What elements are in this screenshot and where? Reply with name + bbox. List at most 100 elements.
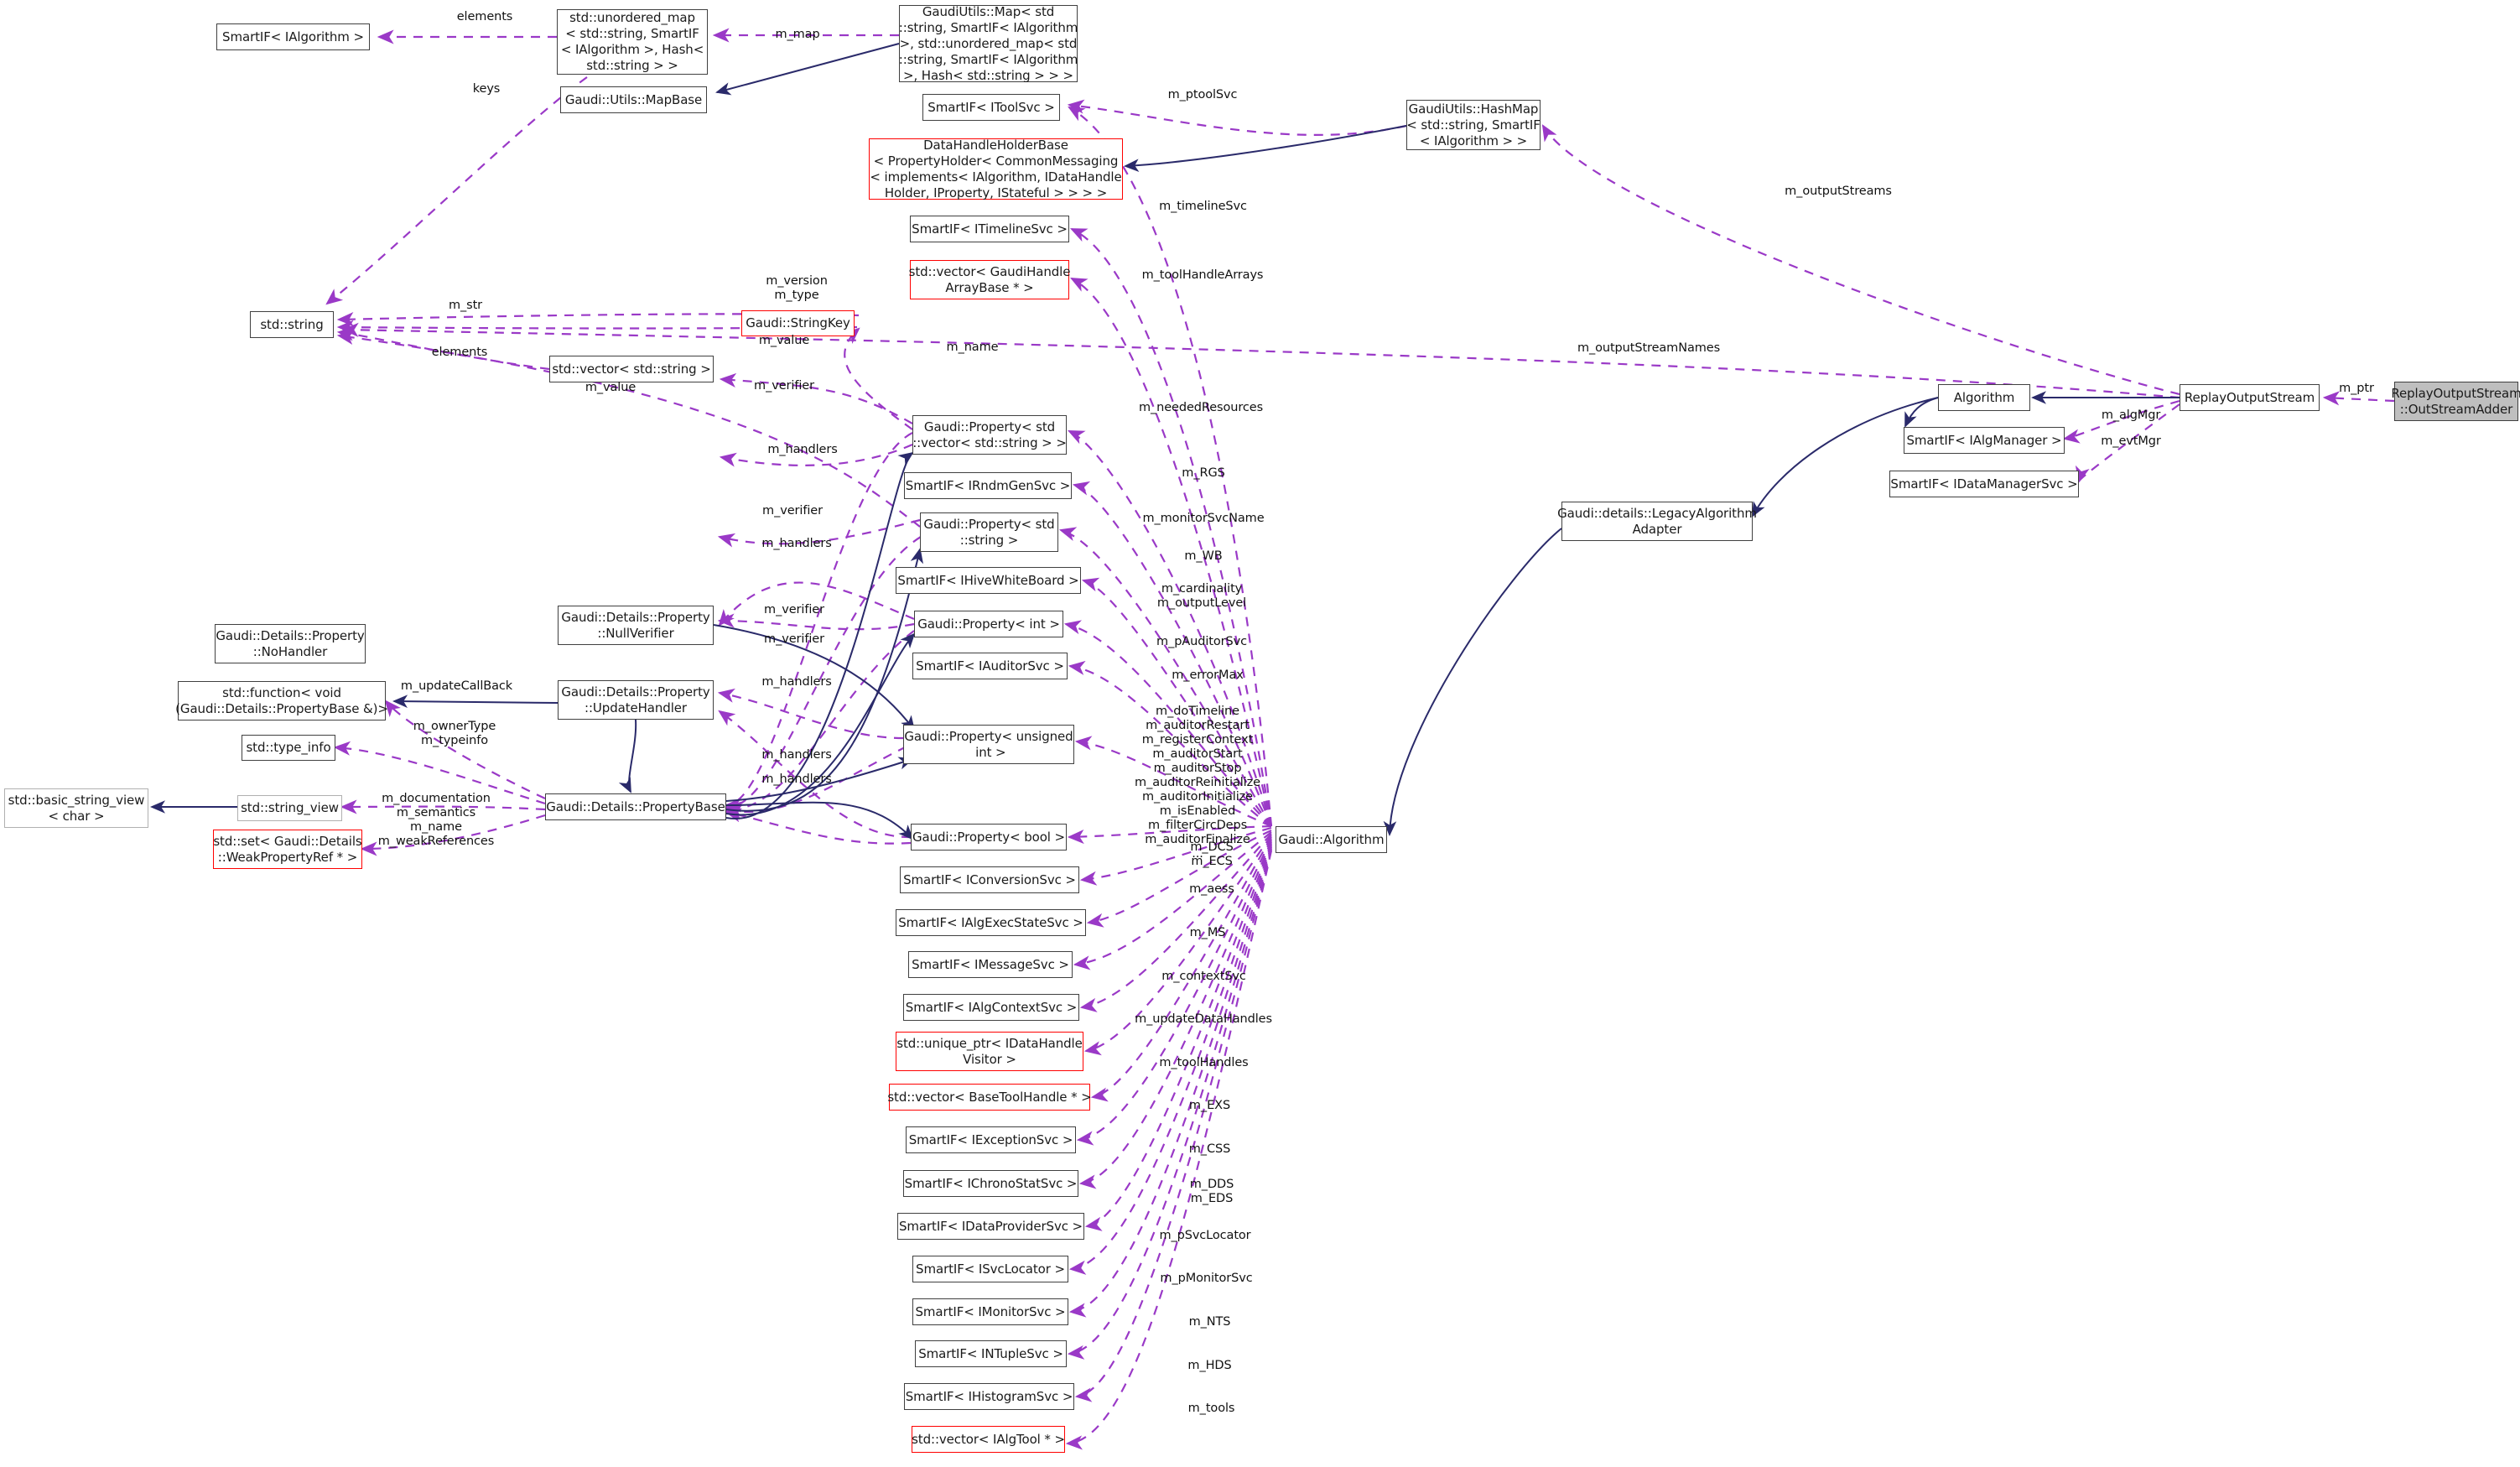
edge-label-l_m_exs: m_EXS bbox=[1188, 1099, 1231, 1112]
edge-label-l_m_verifier_3: m_verifier bbox=[764, 603, 824, 616]
edge-label-l_m_timelinesvc: m_timelineSvc bbox=[1159, 200, 1247, 213]
class-node-smartif_ialgexecstatesvc[interactable]: SmartIF< IAlgExecStateSvc > bbox=[896, 909, 1086, 936]
class-node-prop_string[interactable]: Gaudi::Property< std ::string > bbox=[920, 512, 1058, 552]
class-node-gaudi_algorithm[interactable]: Gaudi::Algorithm bbox=[1276, 826, 1387, 853]
edge-label-l_m_ptr: m_ptr bbox=[2339, 382, 2374, 395]
edge-label-l_m_cardinality: m_cardinality m_outputLevel bbox=[1156, 582, 1247, 610]
class-node-smartif_ialgcontextsvc[interactable]: SmartIF< IAlgContextSvc > bbox=[903, 994, 1079, 1021]
class-node-gaudiutils_hashmap[interactable]: GaudiUtils::HashMap < std::string, Smart… bbox=[1406, 100, 1541, 150]
edge-label-l_m_wb: m_WB bbox=[1184, 549, 1223, 563]
edge-label-l_m_pauditorsvc: m_pAuditorSvc bbox=[1156, 635, 1247, 648]
edge-label-l_m_psvclocator: m_pSvcLocator bbox=[1159, 1229, 1251, 1242]
class-node-smartif_irndmgensvc[interactable]: SmartIF< IRndmGenSvc > bbox=[904, 472, 1072, 499]
edge-label-l_m_name: m_name bbox=[946, 341, 999, 354]
class-node-std_function[interactable]: std::function< void (Gaudi::Details::Pro… bbox=[175, 681, 388, 720]
class-node-gaudiutils_map[interactable]: GaudiUtils::Map< std ::string, SmartIF< … bbox=[898, 3, 1078, 83]
class-node-smartif_ihivewhiteboard[interactable]: SmartIF< IHiveWhiteBoard > bbox=[896, 567, 1081, 594]
edge-label-l_m_value_1: m_value bbox=[758, 334, 810, 347]
edge-label-l_m_algmgr: m_algMgr bbox=[2101, 408, 2161, 422]
class-node-prop_nohandler[interactable]: Gaudi::Details::Property ::NoHandler bbox=[215, 624, 366, 663]
edge-label-l_m_contextsvc: m_contextSvc bbox=[1161, 970, 1246, 983]
edge-label-l_m_documentation: m_documentation m_semantics m_name m_wea… bbox=[377, 792, 495, 848]
class-node-std_string_view[interactable]: std::string_view bbox=[237, 795, 342, 821]
edge-label-l_m_aess: m_aess bbox=[1189, 882, 1234, 896]
class-node-smartif_isvclocator[interactable]: SmartIF< ISvcLocator > bbox=[912, 1256, 1068, 1282]
edge-label-l_m_verifier_4: m_verifier bbox=[764, 632, 824, 646]
edge-label-l_m_pmonitorsvc: m_pMonitorSvc bbox=[1160, 1272, 1253, 1285]
class-node-smartif_ichronostatsvc[interactable]: SmartIF< IChronoStatSvc > bbox=[903, 1170, 1078, 1197]
class-node-std_string[interactable]: std::string bbox=[250, 311, 334, 338]
edge-label-l_m_errormax: m_errorMax bbox=[1172, 668, 1244, 682]
class-node-smartif_iexceptionsvc[interactable]: SmartIF< IExceptionSvc > bbox=[906, 1126, 1076, 1153]
class-node-mapbase[interactable]: Gaudi::Utils::MapBase bbox=[560, 86, 707, 113]
class-node-algorithm[interactable]: Algorithm bbox=[1938, 384, 2030, 411]
edge-label-l_keys: keys bbox=[472, 82, 501, 96]
edge-label-l_m_toolhandles: m_toolHandles bbox=[1159, 1056, 1249, 1069]
class-node-prop_int[interactable]: Gaudi::Property< int > bbox=[914, 611, 1063, 637]
class-node-datahandleholderbase[interactable]: DataHandleHolderBase < PropertyHolder< C… bbox=[869, 137, 1123, 200]
edge-label-l_elements_1: elements bbox=[456, 10, 513, 23]
edge-label-l_flags_block: m_doTimeline m_auditorRestart m_register… bbox=[1135, 705, 1260, 861]
edge-label-l_m_toolhandlearrays: m_toolHandleArrays bbox=[1141, 268, 1264, 282]
edge-label-l_m_updatecallback: m_updateCallBack bbox=[400, 679, 513, 693]
class-node-uniq_idatahandlevisitor[interactable]: std::unique_ptr< IDataHandle Visitor > bbox=[896, 1032, 1083, 1071]
edge-label-l_m_handlers_2: m_handlers bbox=[761, 537, 832, 550]
class-node-smartif_iauditorsvc[interactable]: SmartIF< IAuditorSvc > bbox=[912, 653, 1068, 679]
edge-label-l_m_ms: m_MS bbox=[1189, 926, 1226, 939]
edge-label-l_m_tools: m_tools bbox=[1187, 1402, 1235, 1415]
edge-label-l_m_updatedatahandles: m_updateDataHandles bbox=[1135, 1012, 1272, 1026]
edge-label-l_m_evtmgr: m_evtMgr bbox=[2101, 434, 2161, 448]
edge-label-l_m_hds: m_HDS bbox=[1187, 1359, 1232, 1372]
class-node-prop_updatehandler[interactable]: Gaudi::Details::Property ::UpdateHandler bbox=[558, 680, 714, 720]
class-node-basic_string_view[interactable]: std::basic_string_view < char > bbox=[4, 788, 148, 828]
class-node-smartif_itoolsvc[interactable]: SmartIF< IToolSvc > bbox=[922, 94, 1060, 121]
class-node-vec_ialgtool[interactable]: std::vector< IAlgTool * > bbox=[912, 1426, 1065, 1453]
class-node-prop_bool[interactable]: Gaudi::Property< bool > bbox=[911, 824, 1067, 851]
edge-label-l_m_handlers_1: m_handlers bbox=[767, 443, 838, 456]
class-node-prop_vec_string[interactable]: Gaudi::Property< std ::vector< std::stri… bbox=[912, 415, 1067, 455]
edge-label-l_m_rgs: m_RGS bbox=[1182, 466, 1225, 480]
class-node-smartif_ihistogramsvc[interactable]: SmartIF< IHistogramSvc > bbox=[904, 1383, 1074, 1410]
edge-label-l_m_version_type: m_version m_type bbox=[766, 274, 828, 302]
class-node-outstreamadder[interactable]: ReplayOutputStream ::OutStreamAdder bbox=[2391, 382, 2520, 421]
class-node-replayoutputstream[interactable]: ReplayOutputStream bbox=[2180, 384, 2320, 411]
class-node-prop_uint[interactable]: Gaudi::Property< unsigned int > bbox=[903, 725, 1074, 764]
edge-label-l_m_nts: m_NTS bbox=[1188, 1315, 1231, 1329]
class-node-unordered_map[interactable]: std::unordered_map < std::string, SmartI… bbox=[557, 9, 708, 75]
class-node-set_weakpropertyref[interactable]: std::set< Gaudi::Details ::WeakPropertyR… bbox=[213, 830, 362, 869]
edge-label-l_m_dcs_ecs: m_DCS m_ECS bbox=[1190, 840, 1234, 868]
edge-label-l_m_verifier_1: m_verifier bbox=[754, 379, 814, 393]
class-node-vec_basetoolhandle[interactable]: std::vector< BaseToolHandle * > bbox=[887, 1084, 1092, 1111]
edge-label-l_m_neededresources: m_neededResources bbox=[1138, 401, 1264, 414]
class-node-smartif_ialgmanager[interactable]: SmartIF< IAlgManager > bbox=[1904, 427, 2065, 454]
class-node-smartif_intuplesvc[interactable]: SmartIF< INTupleSvc > bbox=[915, 1340, 1067, 1367]
edge-label-l_m_outputstreamnames: m_outputStreamNames bbox=[1577, 341, 1721, 355]
class-node-smartif_itimelinesvc[interactable]: SmartIF< ITimelineSvc > bbox=[910, 216, 1069, 242]
edge-label-l_m_dds_eds: m_DDS m_EDS bbox=[1189, 1178, 1234, 1205]
class-node-smartif_idataprovidersvc[interactable]: SmartIF< IDataProviderSvc > bbox=[897, 1213, 1084, 1240]
edge-label-l_m_outputstreams: m_outputStreams bbox=[1785, 185, 1892, 198]
edge-label-l_m_handlers_3: m_handlers bbox=[761, 675, 832, 689]
class-node-smartif_idatamanagersvc[interactable]: SmartIF< IDataManagerSvc > bbox=[1889, 471, 2079, 497]
edge-label-l_m_css: m_CSS bbox=[1188, 1142, 1231, 1156]
edge-label-l_m_ownertype: m_ownerType m_typeinfo bbox=[413, 720, 496, 747]
class-node-vec_gaudihandlearray[interactable]: std::vector< GaudiHandle ArrayBase * > bbox=[909, 260, 1070, 299]
class-node-smartif_imessagesvc[interactable]: SmartIF< IMessageSvc > bbox=[908, 951, 1073, 978]
edge-label-l_m_str: m_str bbox=[448, 299, 483, 312]
class-node-smartif_iconversionsvc[interactable]: SmartIF< IConversionSvc > bbox=[900, 866, 1079, 893]
class-node-std_type_info[interactable]: std::type_info bbox=[242, 735, 335, 761]
class-node-prop_nullverifier[interactable]: Gaudi::Details::Property ::NullVerifier bbox=[558, 606, 714, 645]
class-node-vec_string[interactable]: std::vector< std::string > bbox=[549, 356, 714, 382]
edge-label-l_elements_2: elements bbox=[431, 346, 488, 359]
class-node-smartif_imonitorsvc[interactable]: SmartIF< IMonitorSvc > bbox=[912, 1298, 1068, 1325]
edge-label-l_m_handlers_5: m_handlers bbox=[761, 773, 832, 786]
edge-label-l_m_verifier_2: m_verifier bbox=[762, 504, 823, 518]
class-node-gaudi_stringkey[interactable]: Gaudi::StringKey bbox=[741, 310, 855, 336]
edge-label-l_m_monitorsvcname: m_monitorSvcName bbox=[1142, 512, 1265, 525]
class-node-propertybase[interactable]: Gaudi::Details::PropertyBase bbox=[545, 793, 726, 820]
class-node-legacy_adapter[interactable]: Gaudi::details::LegacyAlgorithm Adapter bbox=[1557, 502, 1757, 541]
edge-label-l_m_ptoolsvc: m_ptoolSvc bbox=[1167, 88, 1238, 101]
class-node-smartif_ialgorithm[interactable]: SmartIF< IAlgorithm > bbox=[216, 23, 370, 50]
edge-label-l_m_value_2: m_value bbox=[585, 381, 636, 394]
